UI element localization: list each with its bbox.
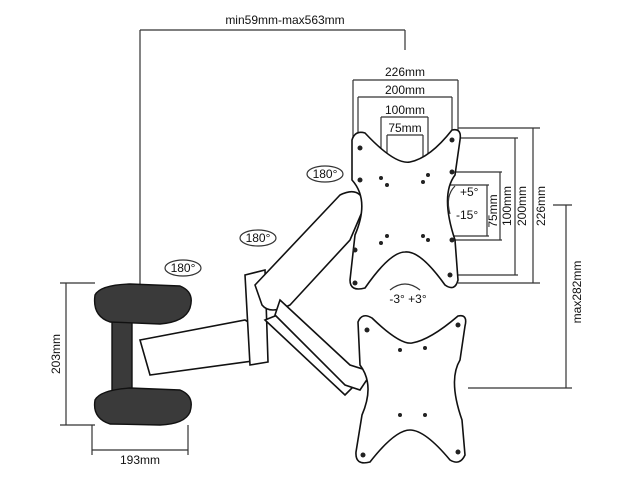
articulating-arm: [138, 190, 374, 397]
rotation-label-1: 180°: [313, 167, 338, 181]
vesa-plate-lower: [355, 314, 467, 464]
wall-height-label: 203mm: [49, 334, 63, 374]
rotate-icon: [164, 259, 202, 277]
height-200-label: 200mm: [515, 186, 529, 226]
rotate-icon: [306, 165, 344, 183]
wall-plate: 203mm 193mm: [49, 282, 192, 467]
vesa-plate-upper: +5° -15° -3° +3°: [349, 128, 479, 306]
reach-dimension: min59mm-max563mm: [139, 13, 406, 285]
swivel-arc-icon: [389, 283, 421, 291]
width-200-label: 200mm: [385, 83, 425, 97]
width-75-label: 75mm: [388, 121, 421, 135]
tilt-up-label: +5°: [460, 185, 479, 199]
rotation-markers: 180° 180° 180°: [164, 165, 344, 277]
reach-label: min59mm-max563mm: [225, 13, 344, 27]
height-75-label: 75mm: [486, 194, 500, 227]
swivel-label: -3° +3°: [389, 292, 426, 306]
mounting-holes: [352, 137, 455, 286]
tilt-down-label: -15°: [456, 208, 478, 222]
rotation-label-3: 180°: [171, 261, 196, 275]
rotation-label-2: 180°: [246, 231, 271, 245]
wall-width-label: 193mm: [120, 453, 160, 467]
tilt-arc-icon: [447, 185, 456, 215]
max-height-dimension: max282mm: [468, 204, 584, 389]
rotate-icon: [239, 229, 277, 247]
width-100-label: 100mm: [385, 103, 425, 117]
height-100-label: 100mm: [500, 186, 514, 226]
max-height-label: max282mm: [570, 261, 584, 324]
width-226-label: 226mm: [385, 65, 425, 79]
height-226-label: 226mm: [534, 186, 548, 226]
